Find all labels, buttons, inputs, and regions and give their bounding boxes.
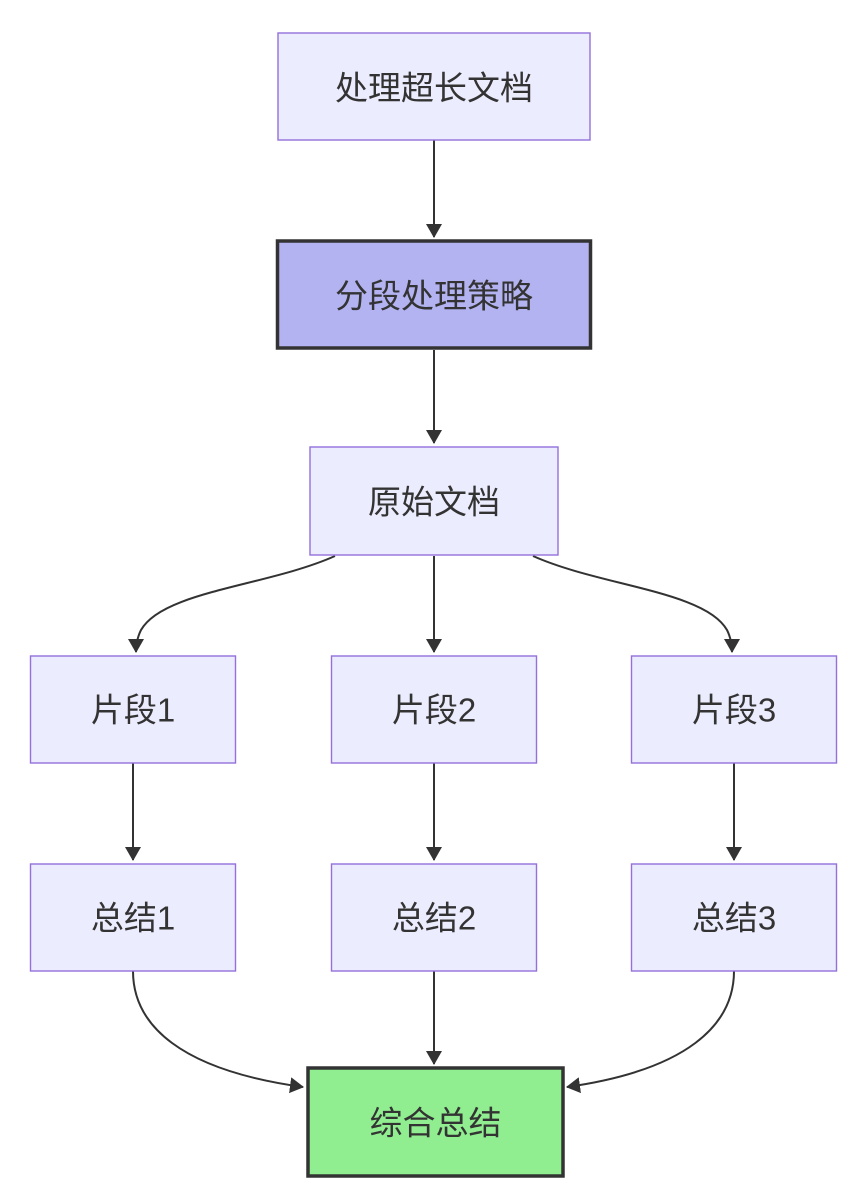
node-summary-2-label: 总结2 [392, 900, 476, 937]
node-final-summary: 综合总结 [306, 1066, 565, 1178]
node-process-long-doc-label: 处理超长文档 [335, 70, 533, 107]
node-summary-3: 总结3 [630, 863, 838, 972]
node-summary-3-box [630, 863, 838, 972]
node-fragment-1-label: 片段1 [91, 692, 175, 729]
node-summary-1-label: 总结1 [91, 900, 175, 937]
node-summary-1-box [29, 863, 237, 972]
node-summary-2: 总结2 [330, 863, 538, 972]
node-original-doc-label: 原始文档 [368, 484, 500, 521]
node-process-long-doc-box [277, 32, 591, 141]
node-fragment-3-label: 片段3 [692, 692, 776, 729]
node-segmentation-strategy-box [275, 239, 593, 350]
node-fragment-2-box [330, 655, 538, 764]
node-original-doc-box [309, 446, 559, 556]
node-fragment-2: 片段2 [330, 655, 538, 764]
node-fragment-1-box [29, 655, 237, 764]
node-fragment-1: 片段1 [29, 655, 237, 764]
edges-layer [125, 140, 742, 1094]
node-summary-2-box [330, 863, 538, 972]
node-final-summary-box [306, 1066, 565, 1178]
node-fragment-3: 片段3 [630, 655, 838, 764]
edge-original-to-fragment3 [532, 555, 740, 653]
edge-original-to-fragment1 [128, 555, 336, 653]
node-original-doc: 原始文档 [309, 446, 559, 556]
node-fragment-2-label: 片段2 [392, 692, 476, 729]
node-fragment-3-box [630, 655, 838, 764]
node-summary-3-label: 总结3 [692, 900, 776, 937]
node-segmentation-strategy-label: 分段处理策略 [335, 278, 533, 315]
node-segmentation-strategy: 分段处理策略 [275, 239, 593, 350]
node-process-long-doc: 处理超长文档 [277, 32, 591, 141]
nodes-layer: 处理超长文档 分段处理策略 原始文档 片段1 片段2 片段3 [29, 32, 838, 1178]
node-final-summary-label: 综合总结 [370, 1105, 502, 1142]
edge-summary3-to-final [566, 970, 735, 1094]
node-summary-1: 总结1 [29, 863, 237, 972]
edge-summary1-to-final [132, 970, 304, 1094]
